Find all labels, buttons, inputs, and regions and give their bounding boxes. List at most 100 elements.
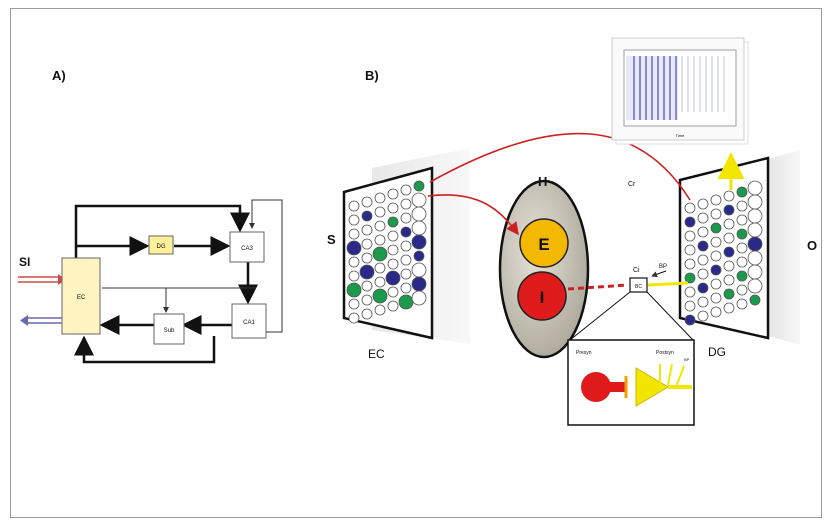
ec-box xyxy=(61,257,101,335)
ec-layer-label: EC xyxy=(368,347,385,361)
dg-cell xyxy=(747,236,763,252)
ec-cell xyxy=(400,184,412,196)
dg-cell xyxy=(723,274,735,286)
ec-cell xyxy=(361,196,373,208)
ec-box-label: EC xyxy=(77,295,86,301)
ec-cell xyxy=(361,280,373,292)
ec-cell xyxy=(346,282,362,298)
ec-cell xyxy=(361,224,373,236)
ec-cell xyxy=(411,276,427,292)
dg-cell xyxy=(747,194,763,210)
dg-cell xyxy=(684,314,696,326)
ca1-box xyxy=(231,303,267,339)
dg-cell xyxy=(747,222,763,238)
panel-b: B) S EC O DG H E I xyxy=(327,37,817,426)
ca1-box-label: CA1 xyxy=(243,320,255,326)
dg-cell xyxy=(723,302,735,314)
ec-cell xyxy=(413,250,425,262)
i-to-bc-projection xyxy=(567,283,629,291)
dg-cell xyxy=(747,264,763,280)
postsyn-cell xyxy=(635,367,669,407)
ec-cell xyxy=(400,226,412,238)
ec-cell xyxy=(374,234,386,246)
dg-to-bc-projection xyxy=(647,281,689,287)
dg-cell xyxy=(723,260,735,272)
h-label: H xyxy=(538,174,547,189)
dg-cell xyxy=(710,194,722,206)
s-label: S xyxy=(327,232,336,247)
dg-cell xyxy=(747,208,763,224)
dg-cell xyxy=(736,284,748,296)
output-plot: Time xyxy=(611,37,749,145)
dg-cell xyxy=(710,222,722,234)
dg-cell xyxy=(697,226,709,238)
ca3-box xyxy=(229,231,265,263)
ec-cell xyxy=(385,270,401,286)
dg-cell xyxy=(684,272,696,284)
panel-b-label: B) xyxy=(365,68,379,83)
dg-cell xyxy=(697,296,709,308)
si-input-arrows xyxy=(18,274,66,326)
dg-cell xyxy=(697,212,709,224)
dg-cell xyxy=(723,288,735,300)
postsyn-dendrite-3 xyxy=(675,365,685,388)
e-label: E xyxy=(538,235,549,254)
bc-box xyxy=(629,277,648,293)
ec-cell xyxy=(361,252,373,264)
plot-axis-label: Time xyxy=(676,133,686,138)
red-projections xyxy=(427,132,691,291)
synapse-inset: Presyn Postsyn BP xyxy=(567,339,695,426)
ec-cell xyxy=(411,290,427,306)
ec-cell xyxy=(400,198,412,210)
zoom-lines xyxy=(569,291,694,341)
ec-cell xyxy=(400,268,412,280)
dg-cell xyxy=(723,218,735,230)
ci-label: Ci xyxy=(633,267,640,274)
ec-cell xyxy=(359,264,375,280)
dg-cell xyxy=(736,270,748,282)
ec-cell xyxy=(411,262,427,278)
dg-cell xyxy=(710,250,722,262)
postsyn-label: Postsyn xyxy=(656,350,674,356)
ec-cell xyxy=(361,210,373,222)
dg-cell xyxy=(747,278,763,294)
dg-cell xyxy=(747,180,763,196)
ec-cell xyxy=(411,192,427,208)
dg-cell xyxy=(723,232,735,244)
dg-cell xyxy=(697,310,709,322)
presyn-axon xyxy=(596,382,626,392)
dg-cell xyxy=(684,202,696,214)
ec-cell xyxy=(348,270,360,282)
si-label: SI xyxy=(19,255,30,269)
ec-cell xyxy=(374,192,386,204)
dg-cells xyxy=(684,180,763,326)
ec-cell xyxy=(374,304,386,316)
ec-cell xyxy=(387,258,399,270)
bp-label: BP xyxy=(659,264,667,270)
dg-cell xyxy=(749,294,761,306)
sub-box-label: Sub xyxy=(164,328,175,334)
ec-cell xyxy=(400,254,412,266)
ec-layer xyxy=(342,166,434,340)
bp-arrow xyxy=(651,270,667,278)
ec-cell xyxy=(411,220,427,236)
dg-cell xyxy=(697,240,709,252)
panel-a-label: A) xyxy=(52,68,66,83)
dg-cell xyxy=(684,258,696,270)
dg-box xyxy=(148,235,174,255)
o-label: O xyxy=(807,238,817,253)
ec-cell xyxy=(374,262,386,274)
ec-cell xyxy=(348,312,360,324)
dg-layer-shadow xyxy=(765,150,800,345)
ec-cell xyxy=(348,298,360,310)
yellow-projections xyxy=(647,152,745,287)
dg-cell xyxy=(684,216,696,228)
ec-cell xyxy=(361,294,373,306)
presyn-label: Presyn xyxy=(576,350,592,356)
ec-cell xyxy=(398,294,414,310)
ec-cell xyxy=(387,286,399,298)
dg-cell xyxy=(710,278,722,290)
dg-cell xyxy=(684,230,696,242)
postsyn-dendrite-2 xyxy=(667,363,673,386)
